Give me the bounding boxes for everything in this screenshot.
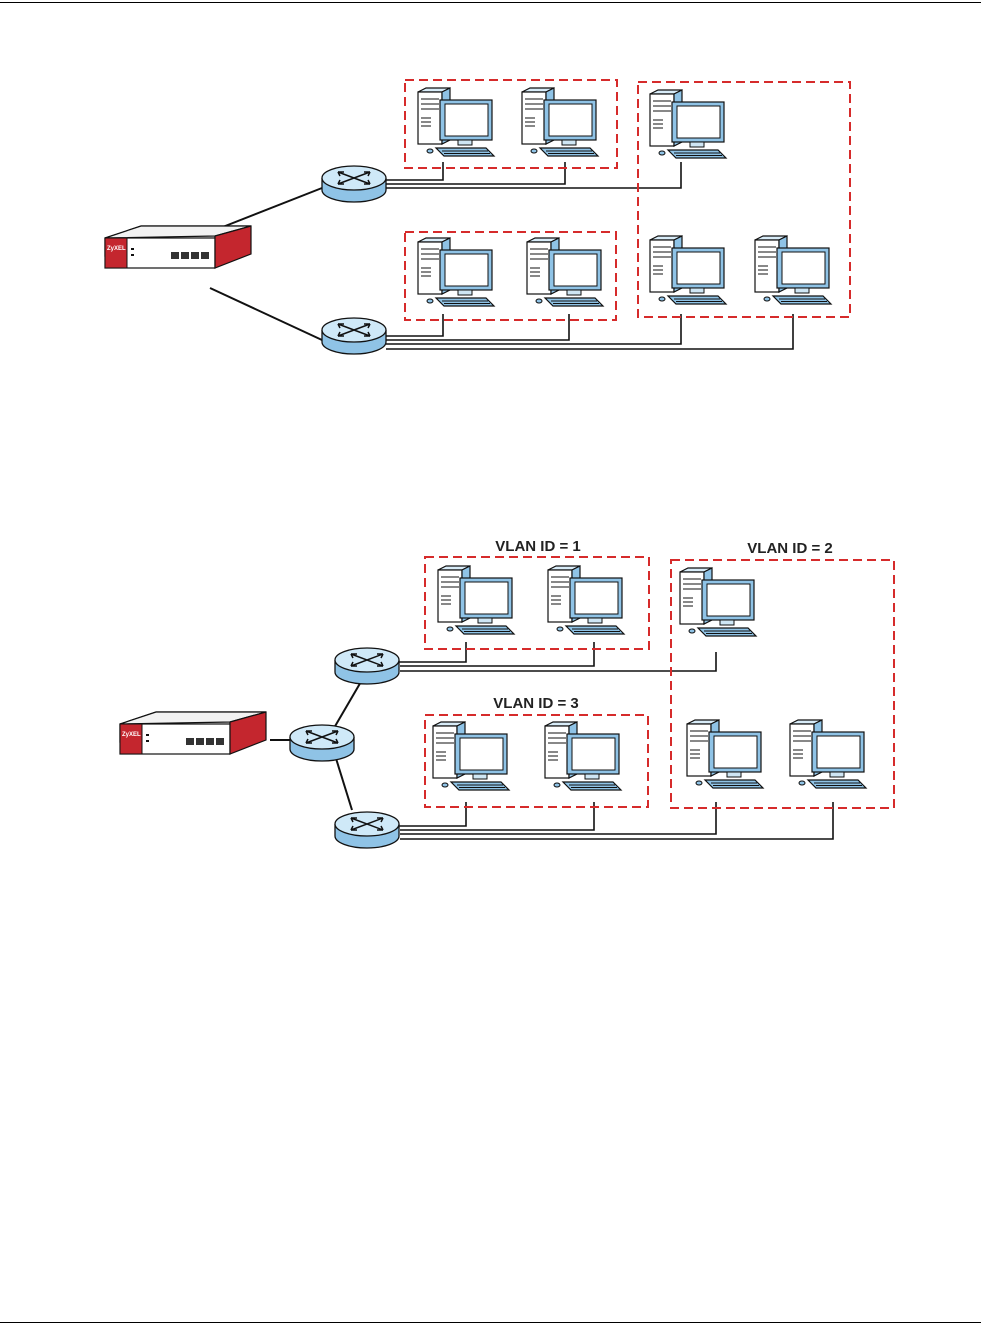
vlan-2-label: VLAN ID = 2 xyxy=(747,540,832,557)
pc-icon xyxy=(755,236,831,304)
pc-icon xyxy=(522,88,598,156)
pc-icon xyxy=(650,90,726,158)
vlan-3-label: VLAN ID = 3 xyxy=(493,695,578,712)
switch-icon xyxy=(335,648,399,684)
pc-icon xyxy=(790,720,866,788)
pc-icon xyxy=(680,568,756,636)
gateway-device-icon xyxy=(120,712,266,754)
vlan-1-label: VLAN ID = 1 xyxy=(495,538,580,555)
switch-icon xyxy=(335,812,399,848)
pc-icon xyxy=(433,722,509,790)
bottom-figure: VLAN ID = 1 VLAN ID = 2 VLAN ID = 3 xyxy=(120,538,894,848)
pc-icon xyxy=(687,720,763,788)
pc-icon xyxy=(418,238,494,306)
pc-icon xyxy=(548,566,624,634)
top-figure xyxy=(105,80,850,354)
pc-icon xyxy=(438,566,514,634)
pc-icon xyxy=(527,238,603,306)
gateway-device-icon xyxy=(105,226,251,268)
switch-icon xyxy=(290,725,354,761)
pc-icon xyxy=(418,88,494,156)
pc-icon xyxy=(650,236,726,304)
pc-icon xyxy=(545,722,621,790)
switch-icon xyxy=(322,318,386,354)
switch-icon xyxy=(322,166,386,202)
